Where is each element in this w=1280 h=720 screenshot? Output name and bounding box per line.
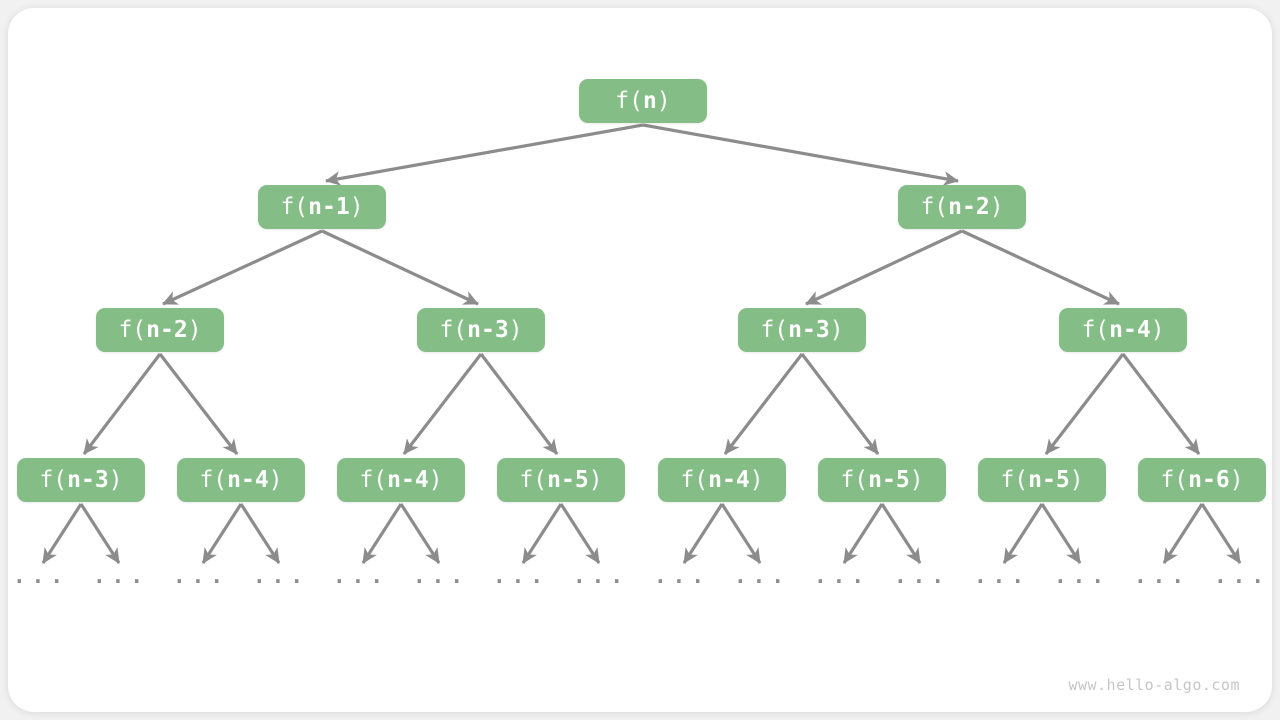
ellipsis-leaf: ...	[734, 564, 790, 588]
node-label-arg: n-1	[308, 193, 350, 220]
node-label-prefix: f(	[1081, 316, 1110, 343]
ellipsis-leaf: ...	[814, 564, 870, 588]
node-label-suffix: )	[656, 87, 671, 114]
node-label-suffix: )	[187, 316, 202, 343]
node-label-prefix: f(	[39, 466, 68, 493]
node-label-arg: n-4	[387, 466, 429, 493]
node-label-arg: n-4	[708, 466, 750, 493]
node-label-suffix: )	[1150, 316, 1165, 343]
node-label-prefix: f(	[1160, 466, 1189, 493]
node-label-suffix: )	[749, 466, 764, 493]
ellipsis-leaf: ...	[253, 564, 309, 588]
node-label-suffix: )	[268, 466, 283, 493]
ellipsis-leaf: ...	[1054, 564, 1110, 588]
tree-node: f(n-4)	[337, 458, 465, 502]
tree-node: f(n-2)	[898, 185, 1026, 229]
node-label-prefix: f(	[1000, 466, 1029, 493]
tree-node: f(n-1)	[258, 185, 386, 229]
ellipsis-leaf: ...	[333, 564, 389, 588]
node-label-arg: n	[642, 87, 657, 114]
ellipsis-leaf: ...	[974, 564, 1030, 588]
node-label-arg: n-2	[146, 316, 188, 343]
node-label-arg: n-6	[1188, 466, 1230, 493]
ellipsis-leaf: ...	[894, 564, 950, 588]
ellipsis-leaf: ...	[413, 564, 469, 588]
ellipsis-leaf: ...	[493, 564, 549, 588]
node-label-prefix: f(	[760, 316, 789, 343]
ellipsis-leaf: ...	[573, 564, 629, 588]
node-label-prefix: f(	[615, 87, 643, 114]
tree-node: f(n-5)	[978, 458, 1106, 502]
tree-node: f(n-3)	[738, 308, 866, 352]
node-label-prefix: f(	[118, 316, 147, 343]
node-label-arg: n-3	[67, 466, 109, 493]
node-label-arg: n-5	[1028, 466, 1070, 493]
tree-node: f(n-5)	[497, 458, 625, 502]
node-label-prefix: f(	[280, 193, 309, 220]
node-label-suffix: )	[508, 316, 523, 343]
node-label-prefix: f(	[920, 193, 949, 220]
node-label-suffix: )	[1069, 466, 1084, 493]
node-label-suffix: )	[108, 466, 123, 493]
tree-node: f(n-6)	[1138, 458, 1266, 502]
tree-node: f(n-4)	[177, 458, 305, 502]
node-label-arg: n-4	[1109, 316, 1151, 343]
node-label-arg: n-3	[467, 316, 509, 343]
tree-node-root: f(n)	[579, 79, 707, 123]
node-label-prefix: f(	[680, 466, 709, 493]
node-label-suffix: )	[1229, 466, 1244, 493]
tree-node: f(n-4)	[658, 458, 786, 502]
node-label-arg: n-5	[547, 466, 589, 493]
node-label-arg: n-4	[227, 466, 269, 493]
ellipsis-leaf: ...	[654, 564, 710, 588]
node-label-prefix: f(	[519, 466, 548, 493]
node-label-arg: n-3	[788, 316, 830, 343]
node-label-prefix: f(	[439, 316, 468, 343]
tree-node: f(n-4)	[1059, 308, 1187, 352]
tree-node: f(n-3)	[17, 458, 145, 502]
ellipsis-leaf: ...	[13, 564, 69, 588]
tree-node: f(n-2)	[96, 308, 224, 352]
node-label-suffix: )	[989, 193, 1004, 220]
ellipsis-leaf: ...	[1214, 564, 1270, 588]
watermark-text: www.hello-algo.com	[1068, 676, 1240, 694]
node-label-suffix: )	[428, 466, 443, 493]
node-label-suffix: )	[909, 466, 924, 493]
node-label-prefix: f(	[359, 466, 388, 493]
node-label-suffix: )	[588, 466, 603, 493]
node-label-prefix: f(	[840, 466, 869, 493]
node-label-arg: n-2	[948, 193, 990, 220]
node-label-suffix: )	[829, 316, 844, 343]
ellipsis-leaf: ...	[1134, 564, 1190, 588]
tree-node: f(n-5)	[818, 458, 946, 502]
node-label-arg: n-5	[868, 466, 910, 493]
node-label-prefix: f(	[199, 466, 228, 493]
ellipsis-leaf: ...	[93, 564, 149, 588]
ellipsis-leaf: ...	[173, 564, 229, 588]
tree-node: f(n-3)	[417, 308, 545, 352]
node-label-suffix: )	[349, 193, 364, 220]
